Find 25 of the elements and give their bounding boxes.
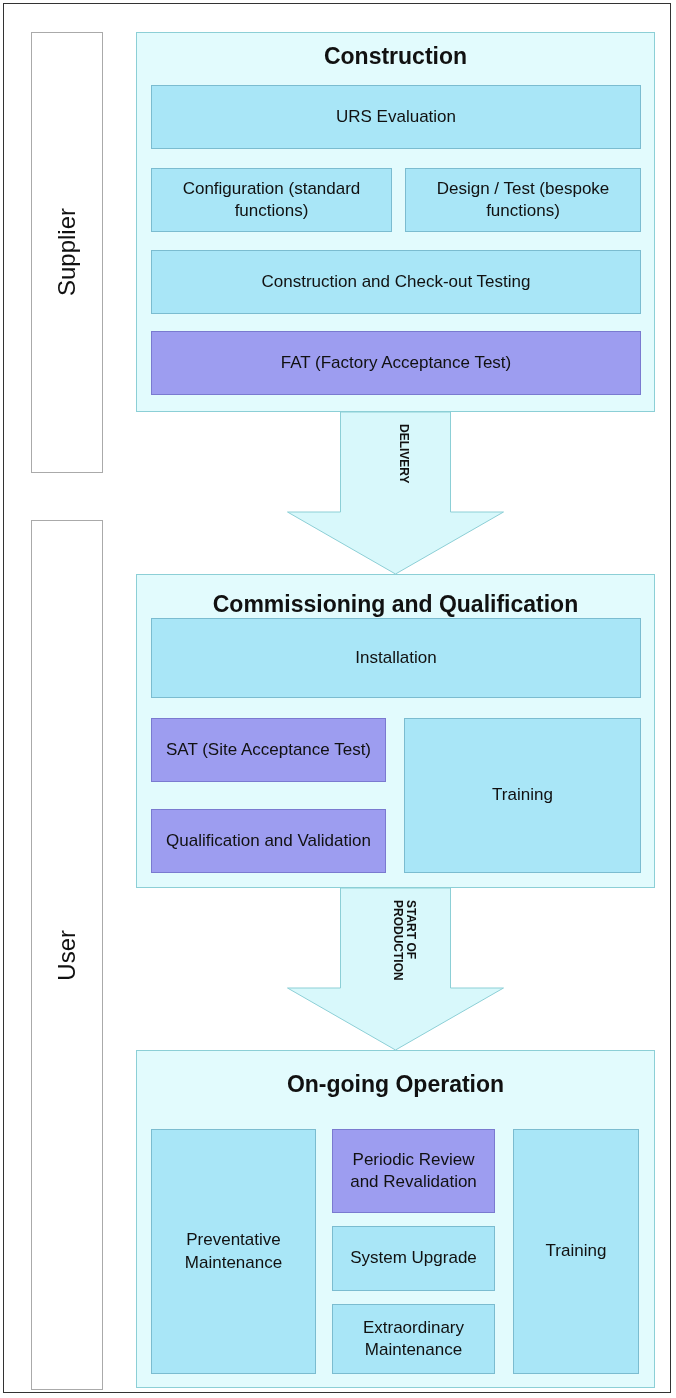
process-box: Configuration (standard functions) xyxy=(151,168,392,232)
process-box: SAT (Site Acceptance Test) xyxy=(151,718,386,782)
process-box: Preventative Maintenance xyxy=(151,1129,316,1374)
stage-title: Commissioning and Qualification xyxy=(211,591,580,618)
stage-title: Construction xyxy=(322,43,469,70)
process-box: Installation xyxy=(151,618,641,698)
process-box: URS Evaluation xyxy=(151,85,641,149)
party-band xyxy=(31,520,103,1390)
stage-panel xyxy=(136,1050,655,1388)
process-box: System Upgrade xyxy=(332,1226,495,1291)
process-box: Design / Test (bespoke functions) xyxy=(405,168,641,232)
process-box: FAT (Factory Acceptance Test) xyxy=(151,331,641,395)
process-box: Qualification and Validation xyxy=(151,809,386,873)
party-label: Supplier xyxy=(53,208,81,297)
party-band xyxy=(31,32,103,473)
process-box: Training xyxy=(404,718,641,873)
stage-panel xyxy=(136,574,655,888)
stage-title: On-going Operation xyxy=(285,1071,506,1098)
process-box: Training xyxy=(513,1129,639,1374)
process-box: Extraordinary Maintenance xyxy=(332,1304,495,1374)
process-box: Construction and Check-out Testing xyxy=(151,250,641,314)
block-arrow xyxy=(287,411,504,575)
party-label: User xyxy=(53,929,81,981)
stage-panel xyxy=(136,32,655,412)
process-box: Periodic Review and Revalidation xyxy=(332,1129,495,1213)
